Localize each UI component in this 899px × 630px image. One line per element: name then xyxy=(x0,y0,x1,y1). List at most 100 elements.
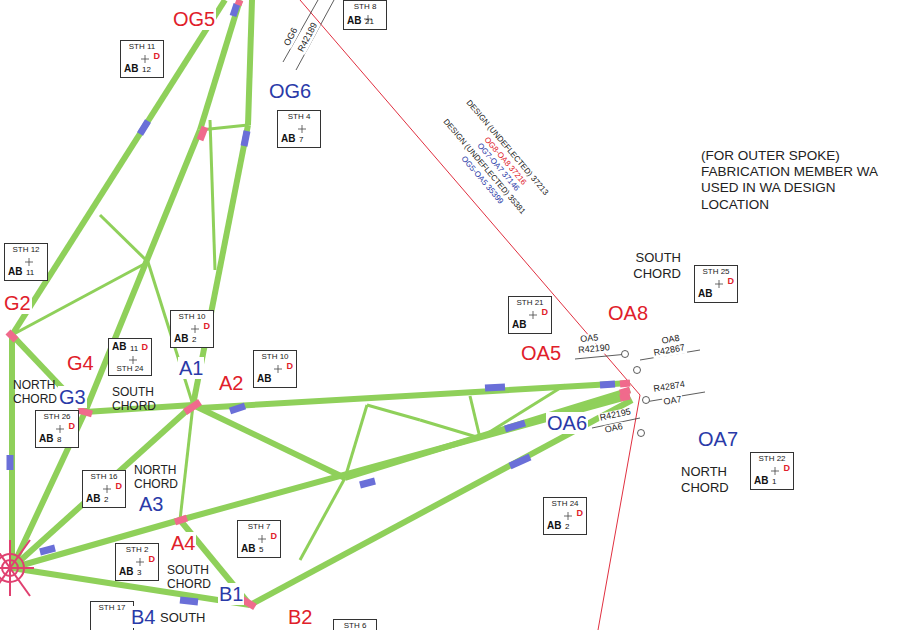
stiffener-id: STH 11 xyxy=(121,43,163,51)
direction-mark: D xyxy=(69,422,76,431)
stiffener-id: STH 6 xyxy=(334,622,376,630)
sth-box: STH 16AB2D xyxy=(82,470,126,508)
chord-label: NORTH CHORD xyxy=(680,464,737,495)
section-mark: AB xyxy=(281,134,295,144)
stiffener-id: STH 4 xyxy=(278,113,320,121)
dimension-text: OA7 xyxy=(662,395,683,408)
stiffener-id: STH 2 xyxy=(116,546,158,554)
stiffener-id: STH 12 xyxy=(5,246,47,254)
section-number: 8 xyxy=(57,436,61,444)
sth-box: AB 11STH 24 D xyxy=(108,338,152,376)
member-label: A4 xyxy=(170,532,196,554)
sth-box: STH 2 AB 3D xyxy=(115,543,159,581)
chord-label: SOUTH CHORD xyxy=(620,250,682,281)
stiffener-id: STH 25 xyxy=(695,268,737,276)
sth-box: STH 24D AB 2 xyxy=(543,497,587,535)
sth-box: STH 26 AB 8D xyxy=(35,410,79,448)
sth-box: STH 8 AB 21 xyxy=(343,0,387,30)
stiffener-id: STH 16 xyxy=(83,473,125,481)
stiffener-id: STH 10 xyxy=(171,313,213,321)
section-mark: AB xyxy=(39,434,53,444)
sth-box: STH 11AB12D xyxy=(120,40,164,78)
stiffener-id: STH 21 xyxy=(509,299,551,307)
stiffener-id: STH 24 xyxy=(109,365,151,373)
dimension-text: R42195 xyxy=(598,407,633,424)
sth-box: STH 6 xyxy=(333,619,377,630)
sth-box: STH 21 AB D xyxy=(508,296,552,334)
stiffener-id: STH 7 xyxy=(238,523,280,531)
direction-mark: D xyxy=(142,343,149,352)
member-label: B1 xyxy=(218,583,244,605)
section-number: 12 xyxy=(142,66,151,74)
dimension-text: OA6 xyxy=(603,422,625,436)
section-number: 11 xyxy=(26,269,34,277)
dimension-text: R42867 xyxy=(652,343,687,359)
chord-label: NORTH CHORD xyxy=(12,378,62,407)
stiffener-id: STH 22 xyxy=(751,455,793,463)
member-label: OA6 xyxy=(546,412,588,434)
section-number: 2 xyxy=(565,523,569,531)
chord-label: NORTH CHORD xyxy=(133,463,185,492)
member-label: OA8 xyxy=(607,302,649,324)
sth-box: STH 4 AB 7 xyxy=(277,110,321,148)
section-number: 11 xyxy=(130,345,138,353)
member-label: OA5 xyxy=(520,342,562,364)
stiffener-id: STH 10 xyxy=(254,353,296,361)
member-label: OG5 xyxy=(172,8,216,30)
dimension-text: R42189 xyxy=(296,20,320,54)
section-mark: AB xyxy=(112,342,126,352)
dimension-text: R42190 xyxy=(577,343,611,356)
direction-mark: D xyxy=(287,362,294,371)
member-label: B2 xyxy=(287,606,313,628)
section-number: 7 xyxy=(299,136,303,144)
direction-mark: D xyxy=(204,322,211,331)
section-mark: AB xyxy=(241,544,255,554)
member-label: G4 xyxy=(66,352,95,374)
sth-box: STH 10D AB xyxy=(253,350,297,388)
sth-box: STH 25D AB xyxy=(694,265,738,303)
member-label: OG6 xyxy=(268,80,312,102)
member-label: G3 xyxy=(58,386,87,408)
member-label: A3 xyxy=(138,493,164,515)
stiffener-id: STH 24 xyxy=(544,500,586,508)
section-number: 3 xyxy=(137,569,141,577)
section-mark: AB xyxy=(347,16,361,26)
direction-mark: D xyxy=(116,482,123,491)
sth-box: STH 17 xyxy=(90,601,134,630)
stiffener-id: STH 8 xyxy=(344,3,386,11)
section-mark: AB xyxy=(257,374,271,384)
stiffener-id: STH 17 xyxy=(91,604,133,612)
sth-box: STH 12AB11 xyxy=(4,243,48,281)
sth-box: STH 22D AB 1 xyxy=(750,452,794,490)
member-label: A1 xyxy=(178,357,204,379)
section-mark: AB xyxy=(174,334,188,344)
section-mark: AB xyxy=(86,494,100,504)
section-mark: AB xyxy=(119,567,133,577)
section-mark: AB xyxy=(547,521,561,531)
direction-mark: D xyxy=(577,509,584,518)
sth-box: STH 10 AB 2D xyxy=(170,310,214,348)
stiffener-id: STH 26 xyxy=(36,413,78,421)
sth-box: STH 7 AB 5D xyxy=(237,520,281,558)
direction-mark: D xyxy=(542,308,549,317)
member-label: B4 xyxy=(130,606,156,628)
section-mark: AB xyxy=(124,64,138,74)
section-mark: AB xyxy=(512,320,526,330)
direction-mark: D xyxy=(784,464,791,473)
section-mark: AB xyxy=(754,476,768,486)
dimension-text: OA5 xyxy=(579,333,600,345)
section-number: 5 xyxy=(259,546,263,554)
member-label: G2 xyxy=(3,292,32,314)
direction-mark: D xyxy=(728,277,735,286)
section-number: 21 xyxy=(365,18,374,26)
member-label: OA7 xyxy=(697,428,739,450)
section-mark: AB xyxy=(698,289,712,299)
chord-label: SOUTH CHORD xyxy=(166,563,218,592)
direction-mark: D xyxy=(271,532,278,541)
section-number: 2 xyxy=(192,336,196,344)
direction-mark: D xyxy=(149,555,156,564)
member-label: A2 xyxy=(218,372,244,394)
section-number: 1 xyxy=(772,478,776,486)
